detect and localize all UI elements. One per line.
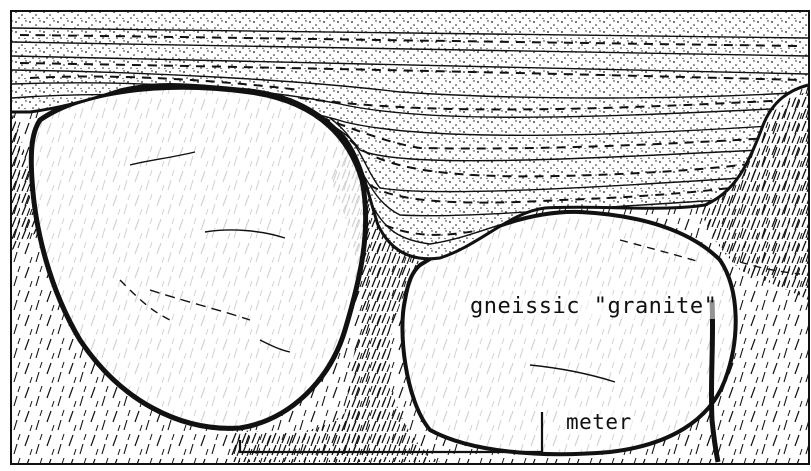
scale-label: meter xyxy=(564,410,634,434)
rock-type-label: gneissic "granite" xyxy=(468,294,719,319)
